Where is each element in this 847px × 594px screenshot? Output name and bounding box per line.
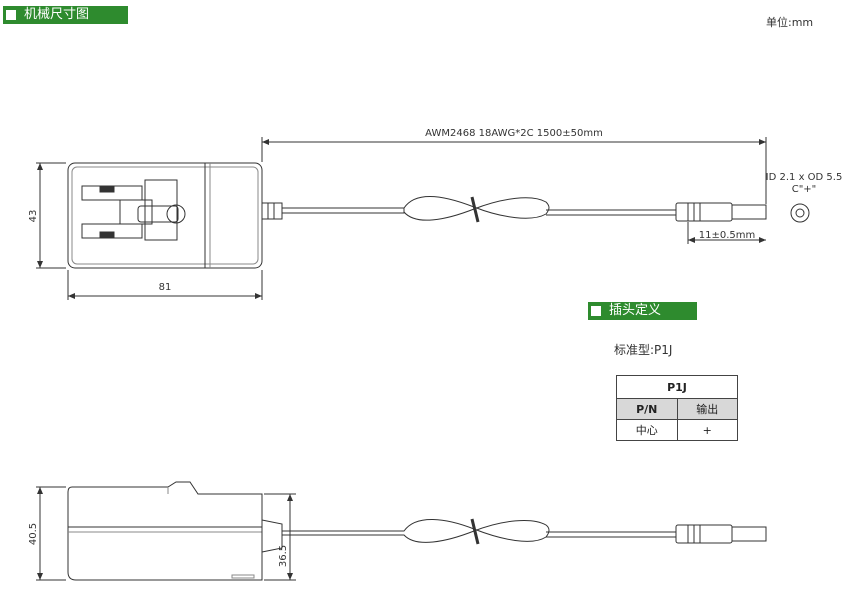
plug-length-label: 11±0.5mm (699, 230, 756, 241)
cable-top (282, 196, 550, 221)
section-header-mechanical-label: 机械尺寸图 (24, 7, 90, 22)
pin-table-cell-output: + (676, 419, 738, 441)
height-top-label: 43 (28, 210, 39, 223)
pin-table-col-output: 输出 (676, 398, 738, 420)
pin-definition-table: P1J P/N 输出 中心 + (616, 375, 738, 441)
hinge-circle (166, 204, 186, 224)
pin-table-title: P1J (616, 375, 738, 399)
cable-spec-label: AWM2468 18AWG*2C 1500±50mm (425, 128, 603, 139)
adapter-body-top (67, 162, 263, 269)
dc-plug-barrel (731, 204, 767, 220)
height-side-label: 40.5 (28, 523, 39, 545)
section-header-plug-label: 插头定义 (609, 303, 662, 318)
unit-label: 单位:mm (766, 16, 814, 29)
model-label: 标准型:P1J (614, 343, 673, 357)
pin-table-cell-pn: 中心 (616, 419, 678, 441)
dc-end-outer (790, 203, 810, 223)
width-label: 81 (159, 282, 172, 293)
strain-relief-top (261, 202, 283, 220)
section-header-mechanical: 机械尺寸图 (3, 6, 128, 24)
strain-relief-side (261, 519, 283, 553)
cable-side (282, 519, 550, 543)
square-icon (591, 306, 601, 316)
adapter-body-side (67, 481, 263, 581)
dc-plug-spec-label: ID 2.1 x OD 5.5 (766, 172, 843, 183)
height-side2-label: 36.5 (278, 545, 289, 567)
section-header-plug: 插头定义 (588, 302, 697, 320)
dc-plug-body (675, 202, 733, 222)
dc-plug-side (675, 524, 733, 544)
square-icon (6, 10, 16, 20)
pin-table-col-pn: P/N (616, 398, 678, 420)
polarity-label: C"+" (792, 184, 817, 195)
